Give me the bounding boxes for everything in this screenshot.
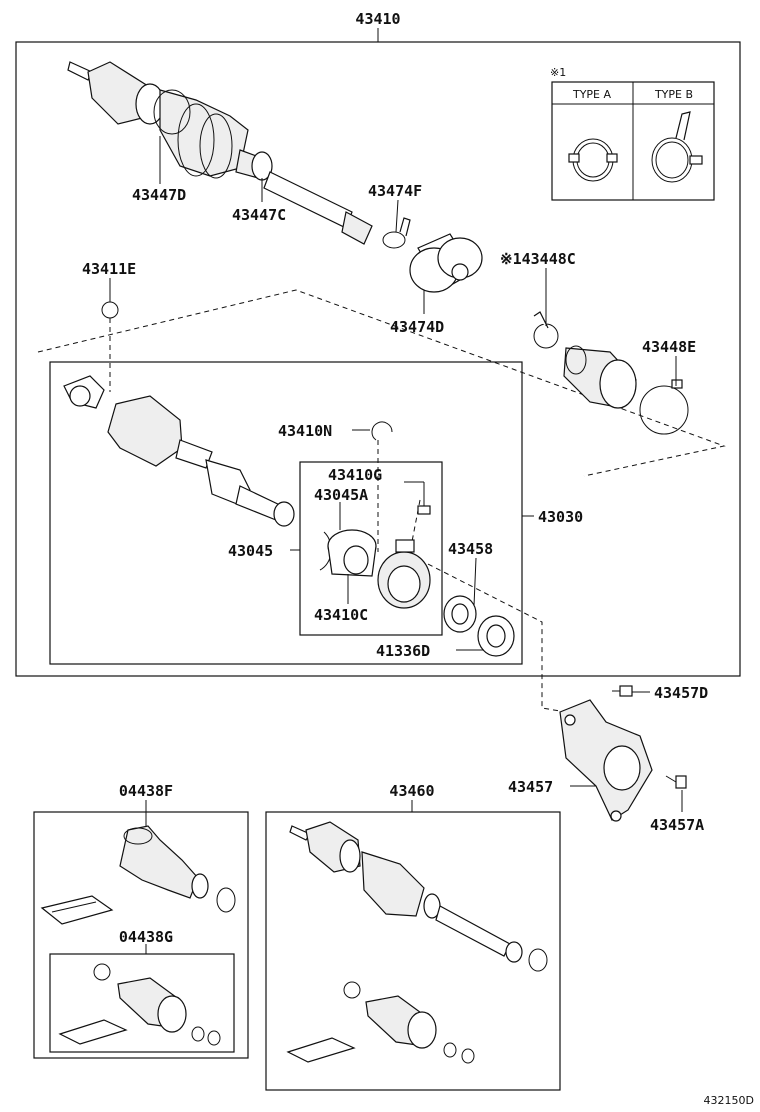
label-43411E: 43411E (82, 260, 136, 278)
label-43410C: 43410C (314, 606, 368, 624)
label-43410G: 43410G (328, 466, 382, 484)
snap-ring-43411E-icon (101, 301, 119, 319)
pin-43410G-icon (417, 505, 431, 515)
clamp-43448E-icon (639, 379, 689, 435)
inner-joint-dashed-guide (37, 289, 726, 477)
label-43457A: 43457A (650, 816, 704, 834)
label-43460: 43460 (389, 782, 434, 800)
label-43457D: 43457D (654, 684, 708, 702)
label-43045: 43045 (228, 542, 273, 560)
bolt-43457D-icon (612, 685, 633, 697)
label-04438F: 04438F (119, 782, 173, 800)
subassembly-43045-frame (299, 461, 443, 636)
seal-41336D-icon (477, 615, 515, 657)
diagram-id: 432150D (704, 1094, 754, 1107)
label-43447C: 43447C (232, 206, 286, 224)
bolt-43457A-icon (665, 775, 687, 789)
label-43457: 43457 (508, 778, 553, 796)
inner-shaft-icon (107, 395, 295, 527)
inboard-boot-icon (563, 345, 637, 409)
label-43448E: 43448E (642, 338, 696, 356)
assembly-43460-frame (265, 811, 561, 1091)
clamp-type-b-icon (651, 111, 703, 183)
type-a-label: TYPE A (572, 88, 612, 101)
legend-note-mark: ※1 (550, 66, 566, 79)
label-43448C: ※143448C (500, 250, 576, 268)
bearing-43045A-icon (319, 529, 377, 577)
damper-43474D-icon (409, 233, 483, 293)
type-b-label: TYPE B (654, 88, 693, 101)
part-labels: 43410 43447D 43447C 43474F 43474D 43411E… (82, 10, 754, 1107)
seal-43458-icon (443, 595, 477, 633)
clamp-type-a-icon (568, 138, 618, 182)
bracket-43457-icon (559, 699, 653, 822)
bracket-bearing-43410C-icon (377, 539, 431, 609)
label-43458: 43458 (448, 540, 493, 558)
label-04438G: 04438G (119, 928, 173, 946)
bracket-dashed-guide (419, 559, 567, 713)
clamp-43448C-icon (533, 311, 559, 349)
snap-ring-43410N-icon (371, 421, 393, 441)
boot-kit-outer-icon (40, 825, 236, 925)
boot-kit-inner-icon (58, 963, 221, 1046)
label-43447D: 43447D (132, 186, 186, 204)
label-43474F: 43474F (368, 182, 422, 200)
clamp-43474F-icon (382, 217, 411, 249)
label-43030: 43030 (538, 508, 583, 526)
label-43410N: 43410N (278, 422, 332, 440)
label-43045A: 43045A (314, 486, 368, 504)
type-legend: TYPE A TYPE B ※1 (550, 66, 715, 201)
shaft-assembly-43460-icon (286, 821, 548, 1064)
tripod-joint-icon (63, 375, 105, 409)
label-43410: 43410 (355, 10, 400, 28)
leader-lines (109, 28, 683, 954)
kit-04438F-frame (33, 811, 249, 1059)
outer-cv-joint-shaft (67, 61, 373, 245)
label-41336D: 41336D (376, 642, 430, 660)
kit-04438G-frame (49, 953, 235, 1053)
label-43474D: 43474D (390, 318, 444, 336)
assembly-43030-frame (49, 361, 523, 665)
